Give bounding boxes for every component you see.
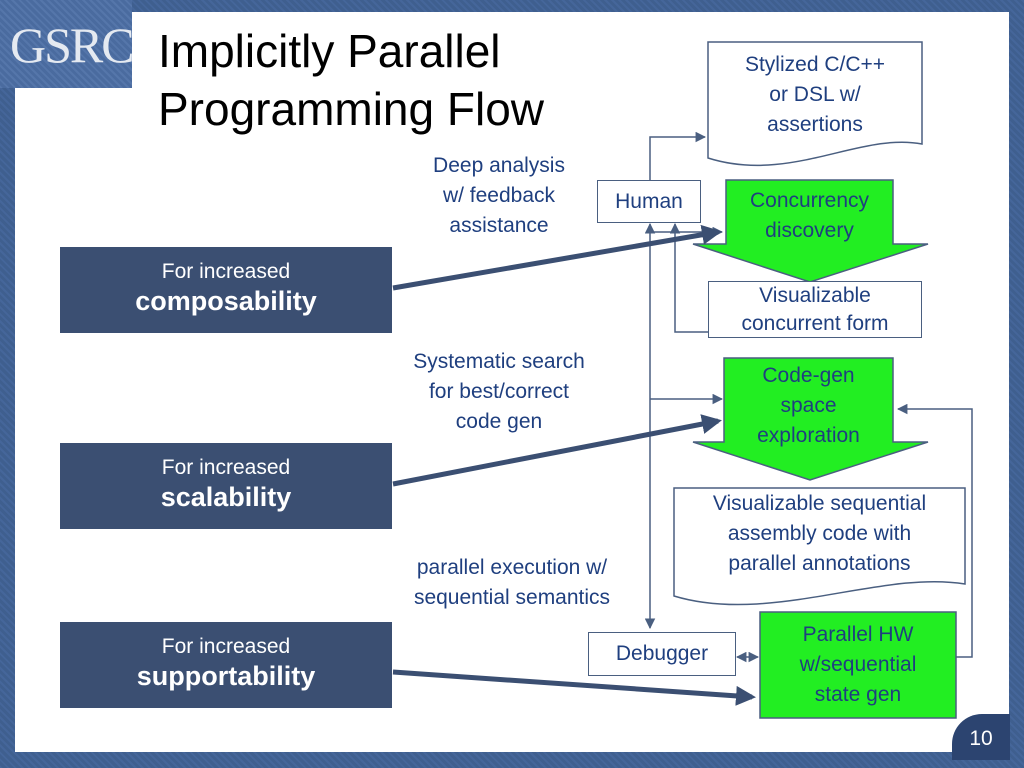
logo-text: GSRC: [10, 17, 135, 73]
parallel-execution-label: parallel execution w/ sequential semanti…: [386, 553, 638, 613]
visualizable-sequential-line-1: Visualizable sequential: [712, 492, 927, 515]
supportability-prefix: For increased: [161, 635, 291, 658]
scalability-arrow: [392, 414, 722, 487]
slide-title: Implicitly Parallel Programming Flow: [158, 22, 544, 138]
visualizable-concurrent-line-1: Visualizable: [759, 284, 871, 307]
hw-to-codegen-feedback-arrow: [896, 403, 973, 658]
concurrent-form-to-human-arrow: [669, 222, 708, 333]
concurrency-line-2: discovery: [765, 219, 854, 242]
systematic-search-line-2: for best/correct: [428, 380, 570, 403]
codegen-line-3: exploration: [757, 424, 860, 447]
stylized-line-2: or DSL w/: [769, 83, 861, 106]
composability-prefix: For increased: [161, 260, 291, 283]
deep-analysis-label: Deep analysis w/ feedback assistance: [400, 151, 598, 241]
concurrency-line-1: Concurrency: [749, 189, 870, 212]
gsrc-logo: GSRC: [0, 0, 135, 88]
systematic-search-line-1: Systematic search: [413, 350, 585, 373]
parallel-hw-line-1: Parallel HW: [802, 623, 914, 646]
title-line-1: Implicitly Parallel: [158, 25, 501, 77]
parallel-hw-line-2: w/sequential: [799, 653, 917, 676]
visualizable-concurrent-node: Visualizable concurrent form: [708, 281, 922, 338]
codegen-line-2: space: [780, 394, 837, 417]
parallel-hw-line-3: state gen: [814, 683, 902, 706]
codegen-exploration-shape: [692, 357, 929, 481]
scalability-prefix: For increased: [161, 456, 291, 479]
deep-analysis-line-1: Deep analysis: [433, 154, 565, 177]
systematic-search-label: Systematic search for best/correct code …: [390, 347, 608, 437]
visualizable-concurrent-line-2: concurrent form: [741, 312, 889, 335]
page-number: 10: [952, 714, 1010, 760]
stylized-source-doc: [707, 41, 923, 167]
parallel-hw-box: [759, 611, 957, 719]
codegen-line-1: Code-gen: [762, 364, 855, 387]
supportability-arrow: [392, 669, 756, 706]
scalability-box: For increased scalability: [60, 443, 392, 529]
title-line-2: Programming Flow: [158, 83, 544, 135]
deep-analysis-line-2: w/ feedback: [442, 184, 556, 207]
systematic-search-line-3: code gen: [455, 410, 543, 433]
parallel-execution-line-1: parallel execution w/: [416, 556, 608, 579]
visualizable-sequential-line-3: parallel annotations: [728, 552, 911, 575]
stylized-source-text: Stylized C/C++ or DSL w/ assertions: [708, 50, 922, 140]
visualizable-sequential-line-2: assembly code with: [727, 522, 912, 545]
scalability-keyword: scalability: [160, 482, 292, 512]
stylized-line-1: Stylized C/C++: [744, 53, 886, 76]
visualizable-sequential-text: Visualizable sequential assembly code wi…: [674, 489, 965, 579]
deep-analysis-line-3: assistance: [449, 214, 549, 237]
visualizable-sequential-doc: [673, 487, 966, 606]
stylized-line-3: assertions: [767, 113, 863, 136]
concurrency-discovery-text: Concurrency discovery: [726, 186, 893, 246]
human-node: Human: [597, 180, 701, 223]
composability-keyword: composability: [135, 286, 317, 316]
debugger-node: Debugger: [588, 632, 736, 676]
human-to-source-arrow: [649, 131, 707, 180]
composability-box: For increased composability: [60, 247, 392, 333]
supportability-keyword: supportability: [136, 661, 316, 691]
codegen-exploration-text: Code-gen space exploration: [724, 361, 893, 451]
supportability-box: For increased supportability: [60, 622, 392, 708]
composability-arrow: [392, 224, 722, 291]
parallel-execution-line-2: sequential semantics: [413, 586, 611, 609]
parallel-hw-text: Parallel HW w/sequential state gen: [760, 620, 956, 710]
